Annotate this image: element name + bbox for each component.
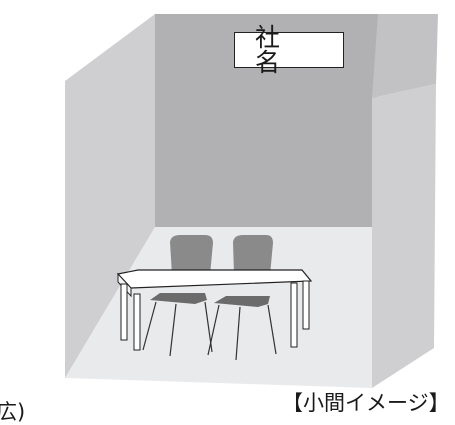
left-chair-seat [150,293,207,304]
chair-leg [169,303,177,357]
table-leg [120,283,128,341]
chair-leg [267,304,277,355]
left-chair-back [170,235,213,275]
table-leg [302,280,310,330]
table-leg [290,282,298,348]
table-leg [133,293,141,351]
chair-leg [142,301,157,351]
company-name-sign: 社 名 [234,25,344,75]
right-side-wall-lower [372,84,436,388]
cropped-text-fragment: 広) [0,400,26,424]
right-chair-back [233,235,273,275]
booth-image-caption: 【小間イメージ】 [282,391,450,415]
left-side-wall [65,14,155,378]
chair-leg [207,304,220,356]
right-chair-seat [214,296,270,307]
right-side-wall [372,14,438,98]
chair-leg [235,306,241,361]
